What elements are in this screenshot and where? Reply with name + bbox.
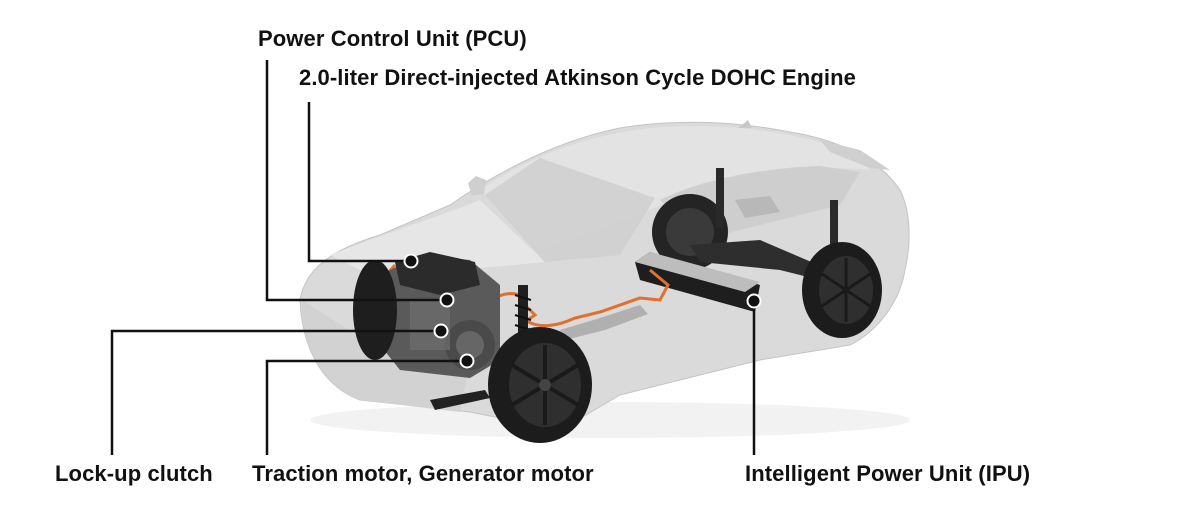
callout-line-pcu <box>265 60 447 302</box>
dot-lockup <box>433 323 449 339</box>
front-strut <box>514 285 532 335</box>
engine-block <box>380 252 500 378</box>
dot-pcu <box>439 292 455 308</box>
label-engine: 2.0-liter Direct-injected Atkinson Cycle… <box>299 65 856 90</box>
rear-strut-right <box>830 200 838 248</box>
dot-ipu <box>746 293 762 309</box>
callout-line-engine <box>307 102 411 263</box>
front-right-wheel <box>488 327 592 443</box>
callout-line-motors <box>265 359 467 455</box>
dot-motors <box>459 353 475 369</box>
front-left-wheel <box>353 260 397 360</box>
front-lower-arm <box>430 390 490 410</box>
exhaust-muffler <box>560 305 648 340</box>
label-pcu: Power Control Unit (PCU) <box>258 26 527 51</box>
ground-shadow <box>310 402 910 438</box>
label-ipu: Intelligent Power Unit (IPU) <box>745 461 1031 486</box>
windshield <box>485 158 655 262</box>
label-lockup-clutch: Lock-up clutch <box>55 461 213 486</box>
label-traction-generator-motor: Traction motor, Generator motor <box>252 461 594 486</box>
dot-engine <box>403 253 419 269</box>
fuel-tank <box>735 196 780 218</box>
callout-line-lockup <box>110 329 441 455</box>
rear-axle <box>690 240 840 285</box>
rear-strut-left <box>716 168 724 228</box>
callout-lines <box>110 60 756 455</box>
ipu-battery <box>635 252 760 312</box>
rear-right-wheel <box>802 242 882 338</box>
callout-dots <box>403 253 762 369</box>
